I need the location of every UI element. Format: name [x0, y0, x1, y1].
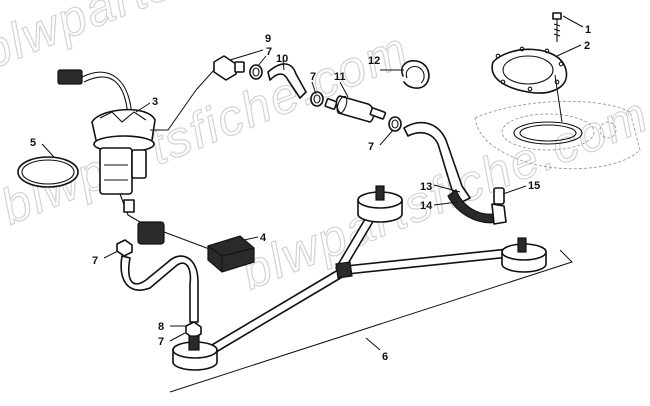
callout-12: 12: [368, 55, 380, 67]
fuel-pump-assembly[interactable]: [57, 69, 213, 251]
hose-clamp-4[interactable]: [116, 239, 133, 257]
fuel-hose-short[interactable]: [267, 63, 307, 99]
quick-connector-bottom[interactable]: [172, 335, 218, 371]
callout-7-clamp-bottom: 7: [158, 336, 164, 348]
callout-11: 11: [334, 71, 346, 83]
callout-8: 8: [158, 321, 164, 333]
mounting-ring-gasket[interactable]: [491, 46, 568, 94]
callout-7-clamp-lower: 7: [92, 255, 98, 267]
fuel-return-hose[interactable]: [120, 255, 199, 323]
hose-clamp-3[interactable]: [388, 116, 402, 132]
callout-7-clamp-upper: 7: [266, 46, 272, 58]
quick-connector-top[interactable]: [357, 185, 403, 223]
hose-clamp-2[interactable]: [310, 91, 324, 107]
callout-10: 10: [276, 53, 288, 65]
callout-5: 5: [30, 137, 36, 149]
callout-7-clamp-filter: 7: [368, 141, 374, 153]
outlet-fitting[interactable]: [213, 55, 245, 81]
screw[interactable]: [552, 12, 562, 42]
quick-connector-right[interactable]: [501, 237, 547, 273]
callout-3: 3: [152, 96, 158, 108]
retaining-clip[interactable]: [401, 60, 430, 89]
callout-9: 9: [265, 33, 271, 45]
callout-6: 6: [382, 351, 388, 363]
hose-clamp-1[interactable]: [249, 64, 263, 80]
callout-13: 13: [420, 181, 432, 193]
leader-lines: [41, 15, 584, 393]
o-ring[interactable]: [17, 156, 79, 188]
callout-15: 15: [528, 180, 540, 192]
callout-4: 4: [260, 232, 267, 244]
callout-7-clamp-middle: 7: [310, 71, 316, 83]
fuel-filter[interactable]: [324, 95, 387, 123]
callout-2: 2: [584, 40, 590, 52]
fuel-tank-outline: [474, 100, 641, 170]
callout-1: 1: [585, 24, 591, 36]
callout-14: 14: [420, 200, 433, 212]
fuel-level-sender[interactable]: [207, 235, 255, 273]
callout-labels: 1 2 3 4 5 6 7 7 7 7 7 8 9 10 11 12 13 14…: [30, 24, 591, 363]
elbow-fitting[interactable]: [491, 187, 507, 225]
